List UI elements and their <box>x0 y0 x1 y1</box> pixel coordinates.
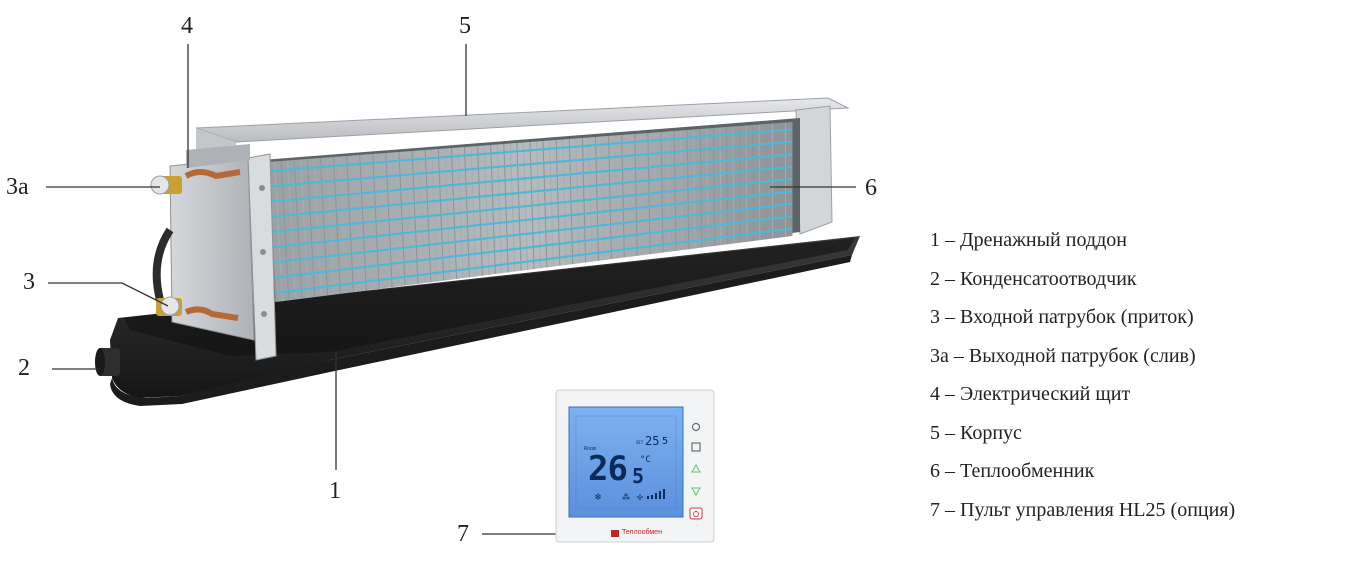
callout-3: 3 <box>23 269 35 295</box>
legend-item-casing: 5 – Корпус <box>930 421 1022 444</box>
set-temperature: 25 <box>645 434 660 448</box>
coil-tube <box>272 190 793 249</box>
set-temperature-decimal: 5 <box>662 436 669 447</box>
heat-exchanger <box>247 122 793 361</box>
coil-tubes <box>268 128 793 294</box>
callout-6: 6 <box>865 175 877 201</box>
remote-controller: ❄ ⁂ ✢ <box>555 389 715 543</box>
fan-button-icon[interactable] <box>691 442 701 452</box>
up-arrow-icon[interactable] <box>691 463 701 473</box>
coil-tube <box>269 140 793 188</box>
callout-1: 1 <box>329 478 341 504</box>
coil-tube <box>271 165 793 218</box>
fan-mode-icon: ⁂ <box>622 493 630 502</box>
signal-bars-icon <box>647 489 665 499</box>
coil-tube <box>273 202 793 264</box>
legend-item-inlet: 3 – Входной патрубок (приток) <box>930 306 1194 328</box>
room-temperature: 26 <box>588 449 628 489</box>
callout-3a: 3а <box>6 174 29 200</box>
snowflake-icon: ❄ <box>594 492 602 502</box>
legend-item-drain-pan: 1 – Дренажный поддон <box>930 229 1127 251</box>
mode-button-icon[interactable] <box>692 423 700 431</box>
temperature-unit: °C <box>640 455 651 465</box>
legend: 1 – Дренажный поддон 2 – Конденсатоотвод… <box>930 228 1350 536</box>
legend-item-electric-box: 4 – Электрический щит <box>930 383 1131 405</box>
coil-tube <box>275 227 793 294</box>
condensate-outlet <box>95 348 120 376</box>
coil-tube <box>270 153 793 203</box>
room-temperature-decimal: 5 <box>632 464 645 488</box>
outlet-fitting <box>150 175 182 195</box>
legend-item-heat-exchanger: 6 – Теплообменник <box>930 460 1095 482</box>
callout-4: 4 <box>181 13 193 39</box>
callout-5: 5 <box>459 13 471 39</box>
brand-logo-icon <box>611 530 619 537</box>
power-button-icon[interactable] <box>689 507 703 520</box>
set-label: SET <box>636 440 644 445</box>
legend-item-outlet: 3а – Выходной патрубок (слив) <box>930 344 1196 367</box>
inlet-fitting <box>156 296 182 316</box>
drain-pan <box>110 236 860 406</box>
coil-tube <box>271 177 793 234</box>
fan-speed-icon: ✢ <box>637 493 644 502</box>
down-arrow-icon[interactable] <box>691 487 701 497</box>
coil-tube <box>268 128 793 173</box>
electric-box <box>152 144 255 341</box>
coil-tube <box>274 215 793 279</box>
callout-line-3-diag <box>121 282 169 307</box>
legend-item-controller: 7 – Пульт управления HL25 (опция) <box>930 498 1236 521</box>
legend-item-condensate: 2 – Конденсатоотводчик <box>930 267 1137 290</box>
room-label: Room <box>584 446 597 452</box>
callout-7: 7 <box>457 521 469 547</box>
callout-2: 2 <box>18 355 30 381</box>
brand-name: Теплообмен <box>622 529 662 536</box>
